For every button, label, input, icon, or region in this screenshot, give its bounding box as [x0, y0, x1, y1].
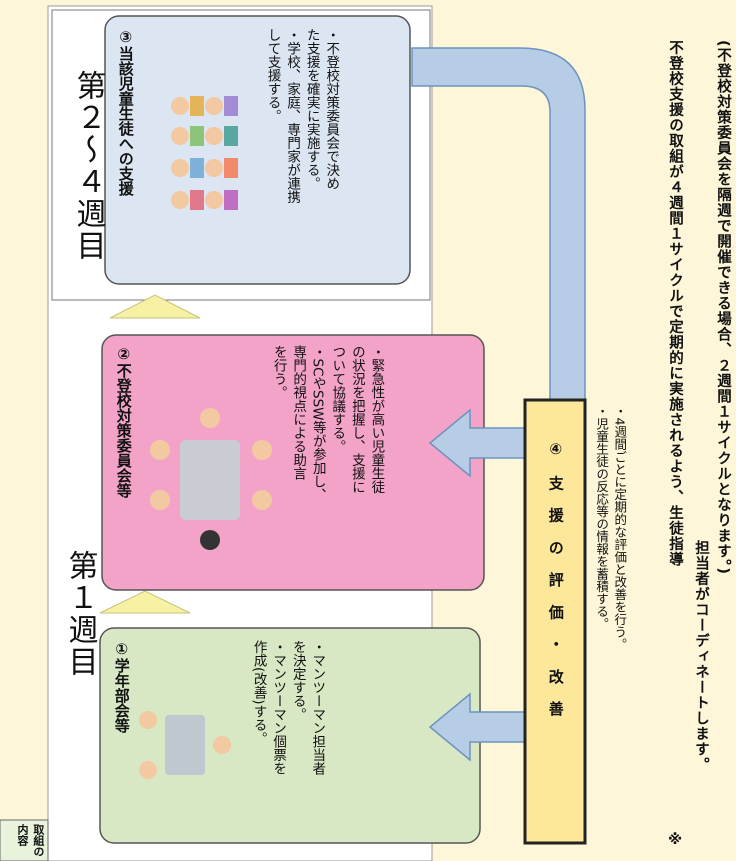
arrow-to-committee: [428, 408, 531, 478]
grade-meeting-title: ①学年部会等: [112, 640, 131, 733]
footnote-line2: 担当者がコーディネートします。: [693, 540, 710, 773]
footnote-line3: (不登校対策委員会を隔週で開催できる場合、２週間１サイクルとなります。): [715, 40, 732, 576]
meeting-illustration-icon: [150, 408, 272, 550]
evaluation-notes: ・4週間ごとに定期的な評価と改善を行う。 ・児童生徒の反応等の情報を蓄積する。: [594, 405, 628, 651]
feedback-arrow: [411, 47, 586, 406]
week-1-label: 第１週目: [62, 550, 98, 678]
committee-box: [101, 334, 485, 591]
committee-title: ②不登校対策委員会等: [114, 345, 133, 498]
committee-body: ・緊急性が高い児童生徒 の状況を把握し、支援に ついて協議する。 ・SCやSSW…: [270, 345, 385, 502]
support-box: [104, 15, 411, 285]
arrow-to-grade-meeting: [428, 692, 531, 762]
support-body: ・不登校対策委員会で決め た支援を確実に実施する。 ・学校、家庭、専門家が連携 …: [264, 28, 340, 204]
evaluation-box: [523, 398, 587, 845]
footnote-mark: ※: [667, 832, 684, 849]
week-2-4-label: 第２〜４週目: [70, 70, 106, 262]
section-label: 取組の内容: [15, 824, 45, 857]
grade-meeting-body: ・マンツーマン担当者 を決定する。 ・マンツーマン個票を 作成(改善)する。: [250, 640, 326, 775]
section-tab: [0, 819, 49, 861]
support-title: ③当該児童生徒への支援: [116, 28, 135, 196]
footnote-line1: 不登校支援の取組が４週間１サイクルで定期的に実施されるよう、生徒指導: [667, 40, 684, 567]
people-group-icon: [171, 96, 238, 210]
evaluation-title: ④ 支 援 の 評 価 ・ 改 善: [546, 440, 565, 722]
desk-meeting-icon: [139, 711, 231, 779]
triangle-phase2-3: [109, 294, 201, 319]
triangle-phase1-2: [99, 590, 191, 614]
